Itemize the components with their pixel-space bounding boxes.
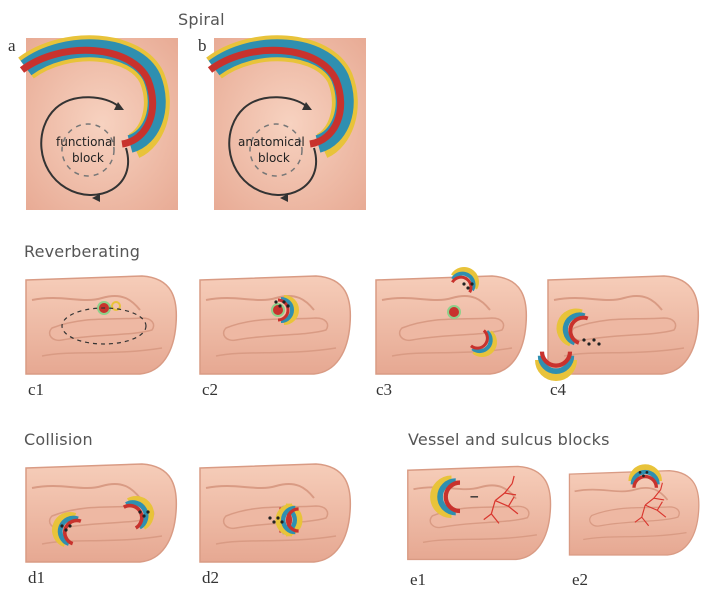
label-e1: e1	[410, 570, 426, 590]
arrow-dot	[64, 528, 67, 531]
arrow-dot	[642, 474, 645, 477]
arrow-dot	[142, 514, 145, 517]
label-c2: c2	[202, 380, 218, 400]
arrow-dot	[146, 510, 149, 513]
stimulus-dot	[272, 304, 284, 316]
title-reverberating: Reverberating	[24, 242, 140, 261]
label-d1: d1	[28, 568, 45, 588]
brain-c4	[544, 270, 702, 378]
arrow-dot	[276, 516, 279, 519]
arrow-dot	[646, 471, 649, 474]
arrow-dot	[466, 286, 469, 289]
label-block-a: block	[72, 151, 104, 165]
label-c1: c1	[28, 380, 44, 400]
arrow-dot	[68, 524, 71, 527]
arrow-dot	[286, 304, 289, 307]
arrow-dot	[278, 304, 281, 307]
brain-e2	[566, 458, 702, 566]
arrow-dot	[597, 342, 600, 345]
arrow-dot	[272, 520, 275, 523]
brain-c1	[22, 270, 180, 378]
brain-e1	[404, 458, 554, 566]
arrow-dot	[470, 282, 473, 285]
arrow-dot	[268, 516, 271, 519]
brain-d1	[22, 458, 180, 566]
arrow-dot	[274, 300, 277, 303]
label-e2: e2	[572, 570, 588, 590]
label-block-b: block	[258, 151, 290, 165]
label-anatomical: anatomical	[238, 135, 305, 149]
arrow-dot	[592, 338, 595, 341]
panel-letter-b: b	[198, 36, 207, 56]
label-c4: c4	[550, 380, 566, 400]
arrow-dot	[639, 471, 642, 474]
brain-c3	[372, 270, 530, 378]
label-d2: d2	[202, 568, 219, 588]
arrow-dot	[282, 300, 285, 303]
stimulus-dot	[448, 306, 460, 318]
label-c3: c3	[376, 380, 392, 400]
title-collision: Collision	[24, 430, 93, 449]
title-spiral: Spiral	[178, 10, 225, 29]
arrow-dot	[587, 342, 590, 345]
spiral-panel-b: anatomical block	[214, 38, 366, 210]
arrow-dot	[138, 510, 141, 513]
arrow-dot	[582, 338, 585, 341]
arrow-dot	[60, 524, 63, 527]
brain-c2	[196, 270, 354, 378]
label-functional: functional	[56, 135, 116, 149]
brain-d2	[196, 458, 354, 566]
spiral-panel-a: functional block	[26, 38, 178, 210]
title-vessel: Vessel and sulcus blocks	[408, 430, 610, 449]
arrow-dot	[462, 282, 465, 285]
panel-letter-a: a	[8, 36, 16, 56]
arrow-dot	[280, 520, 283, 523]
